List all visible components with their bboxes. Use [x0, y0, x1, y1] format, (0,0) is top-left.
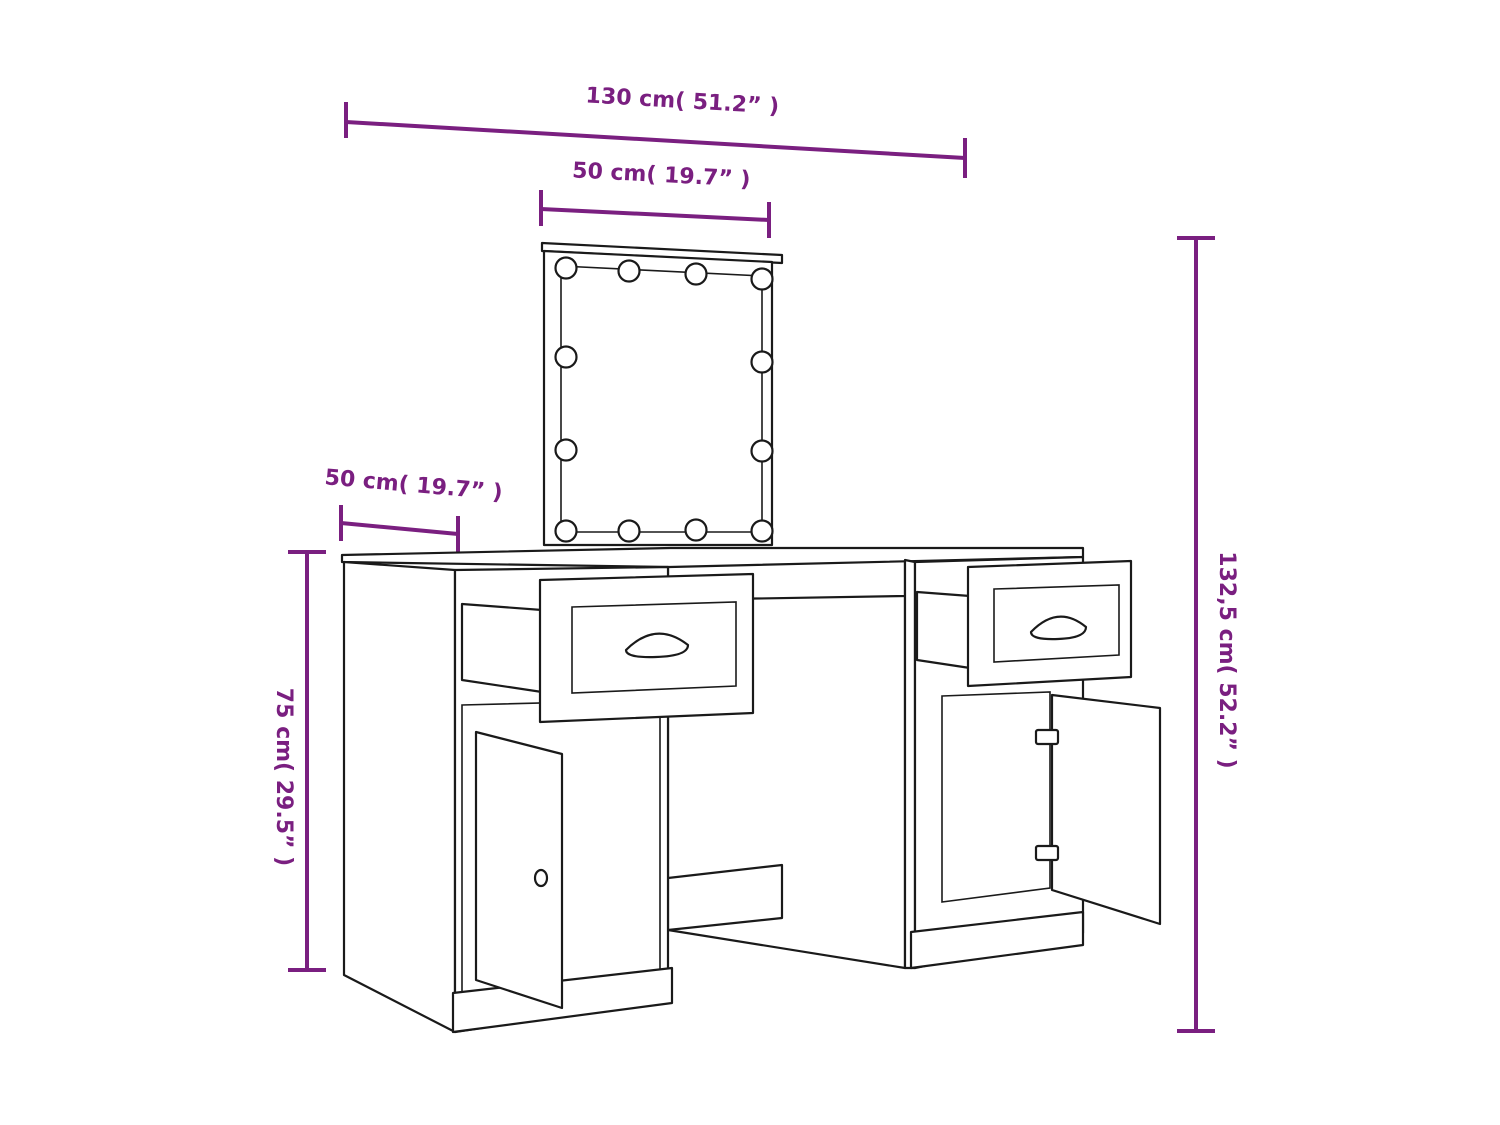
table-height-label: 75 cm( 29.5” )	[271, 688, 296, 866]
left-cabinet-side	[342, 560, 457, 1034]
mirror-bulb	[554, 438, 578, 462]
right-cabinet-plinth	[909, 910, 1085, 970]
mirror-bulb	[554, 345, 578, 369]
right-cabinet-opening	[941, 691, 1051, 903]
total-width-line	[345, 120, 966, 160]
right-door-open	[1050, 693, 1162, 926]
depth-label: 50 cm( 19.7” )	[324, 465, 504, 505]
right-cabinet-side	[903, 558, 917, 970]
mirror-bulb	[750, 267, 774, 291]
mirror-bulb	[750, 439, 774, 463]
dimension-lines	[288, 102, 1215, 1033]
mirror-bulb	[554, 256, 578, 280]
right-drawer-panel	[993, 584, 1120, 663]
mirror-top-cap	[540, 241, 784, 265]
mirror-width-line	[540, 207, 770, 222]
mirror-bulb	[750, 519, 774, 543]
mirror-bulb	[684, 262, 708, 286]
mirror-bulb	[684, 518, 708, 542]
left-drawer-handle	[624, 632, 690, 659]
right-door-hinge	[1034, 844, 1060, 862]
mirror-bulb	[617, 519, 641, 543]
vanity-table	[340, 241, 1162, 1034]
mirror-bulb	[617, 259, 641, 283]
right-door-hinge	[1034, 728, 1060, 746]
mirror-bulb	[750, 350, 774, 374]
right-cabinet	[903, 555, 1162, 970]
total-height-label: 132,5 cm( 52.2” )	[1214, 551, 1239, 768]
mirror-bulb	[554, 519, 578, 543]
left-cabinet	[342, 560, 755, 1034]
left-door-open	[474, 730, 564, 1010]
mirror	[540, 241, 784, 547]
depth-line	[340, 521, 459, 536]
right-drawer-handle	[1029, 615, 1088, 641]
left-door-knob	[533, 868, 549, 888]
mirror-width-label: 50 cm( 19.7” )	[572, 158, 751, 192]
right-drawer-body	[915, 590, 972, 670]
mirror-frame	[542, 249, 774, 547]
left-drawer-body	[460, 602, 544, 694]
left-drawer-panel	[571, 601, 737, 694]
total-width-label: 130 cm( 51.2” )	[585, 83, 780, 119]
